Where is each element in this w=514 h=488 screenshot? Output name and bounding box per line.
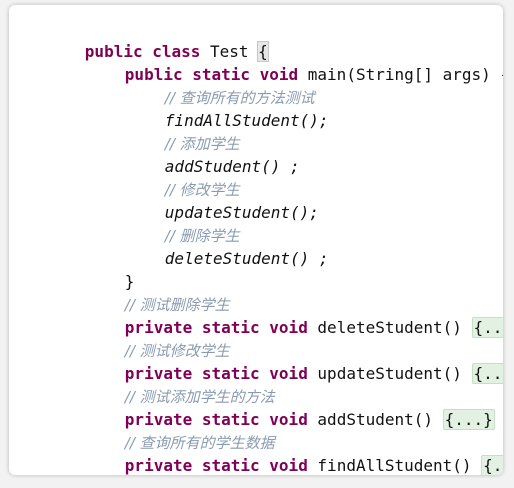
- code-comment: // 查询所有的方法测试: [164, 89, 315, 107]
- method-signature: findAllStudent(): [317, 456, 472, 475]
- method-signature: updateStudent(): [317, 364, 462, 383]
- code-editor[interactable]: public class Test { public static void main…: [9, 5, 503, 475]
- method-call: findAllStudent();: [164, 111, 329, 130]
- code-comment: // 删除学生: [164, 227, 240, 245]
- main-close-brace: }: [124, 272, 135, 291]
- code-comment: // 测试删除学生: [124, 296, 230, 314]
- method-declaration-line: private static void addStudent() {...}: [67, 385, 495, 430]
- comment-line: // 添加学生: [107, 109, 240, 153]
- comment-line: // 删除学生: [107, 201, 240, 245]
- method-keyword: private static void: [124, 318, 308, 337]
- class-keyword: public class: [84, 42, 201, 61]
- method-keyword: private static void: [124, 364, 308, 383]
- main-signature: main(String[] args) {: [307, 65, 503, 84]
- method-declaration-line: private static void deleteStudent() {...}: [67, 293, 503, 338]
- folded-body[interactable]: {...}: [471, 363, 503, 384]
- class-name: Test: [209, 42, 249, 61]
- method-call: addStudent() ;: [164, 157, 300, 176]
- code-comment: // 修改学生: [164, 181, 240, 199]
- method-declaration-line: private static void updateStudent() {...}: [67, 339, 503, 384]
- call-line: findAllStudent();: [107, 86, 329, 130]
- comment-line: // 测试修改学生: [67, 316, 230, 360]
- main-close-line: }: [67, 247, 135, 291]
- call-line: deleteStudent() ;: [107, 224, 329, 268]
- comment-line: // 测试删除学生: [67, 270, 230, 314]
- method-signature: addStudent(): [317, 410, 434, 429]
- comment-line: // 修改学生: [107, 155, 240, 199]
- folded-body[interactable]: {...}: [481, 455, 503, 475]
- folded-body[interactable]: {...}: [442, 409, 495, 430]
- folded-body[interactable]: {...}: [471, 317, 503, 338]
- class-close-line: }: [27, 454, 97, 475]
- comment-line: // 查询所有的学生数据: [67, 408, 275, 452]
- code-area[interactable]: public class Test { public static void main…: [27, 11, 503, 475]
- method-call: deleteStudent() ;: [164, 249, 329, 268]
- call-line: updateStudent();: [107, 178, 319, 222]
- comment-line: // 测试添加学生的方法: [67, 362, 275, 406]
- method-keyword: private static void: [124, 456, 308, 475]
- main-declaration-line: public static void main(String[] args) {: [67, 40, 503, 84]
- method-signature: deleteStudent(): [317, 318, 462, 337]
- code-comment: // 添加学生: [164, 135, 240, 153]
- method-declaration-line: private static void findAllStudent() {...}: [67, 431, 503, 475]
- code-comment: // 测试修改学生: [124, 342, 230, 360]
- method-keyword: private static void: [124, 410, 308, 429]
- class-declaration-line: public class Test {: [27, 17, 269, 62]
- comment-line: // 查询所有的方法测试: [107, 63, 315, 107]
- code-comment: // 查询所有的学生数据: [124, 434, 275, 452]
- code-comment: // 测试添加学生的方法: [124, 388, 275, 406]
- class-open-brace: {: [257, 41, 269, 62]
- method-call: updateStudent();: [164, 203, 319, 222]
- main-keyword: public static void: [124, 65, 299, 84]
- call-line: addStudent() ;: [107, 132, 300, 176]
